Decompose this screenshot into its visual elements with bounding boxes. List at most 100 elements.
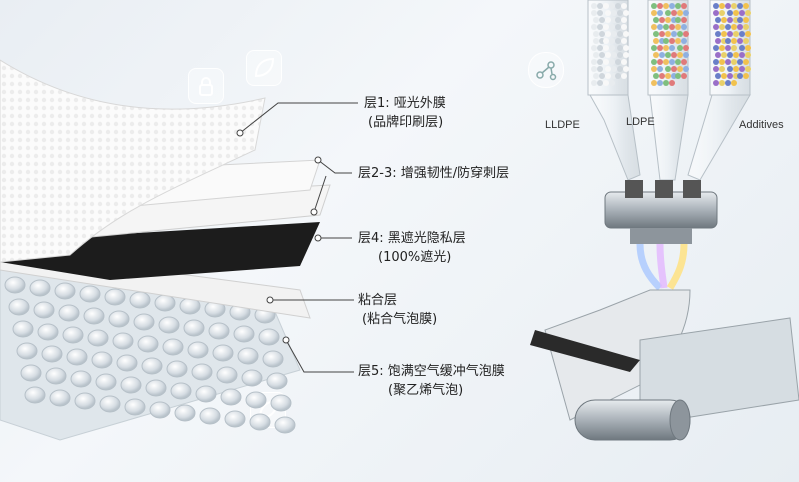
pellet	[651, 24, 657, 30]
pellet	[743, 38, 749, 44]
bubble	[129, 291, 151, 309]
bubble	[24, 386, 46, 404]
pellet	[733, 52, 739, 58]
pellet	[719, 66, 725, 72]
pellet	[745, 66, 751, 72]
bubble	[162, 338, 184, 356]
bubble	[233, 325, 255, 343]
label-layer23: 层2-3: 增强韧性/防穿刺层	[358, 164, 509, 183]
pellet	[653, 38, 659, 44]
bubble	[174, 404, 196, 422]
bubble	[62, 326, 84, 344]
label-layer5-subtitle: (聚乙烯气泡)	[388, 383, 464, 398]
pellet	[713, 66, 719, 72]
leaf-icon	[246, 50, 282, 86]
pellet	[657, 59, 663, 65]
pellet	[603, 45, 609, 51]
bubble	[66, 348, 88, 366]
pellet	[597, 80, 603, 86]
laminated-bubble-sheet	[639, 317, 799, 426]
pellet	[675, 59, 681, 65]
pellet	[731, 59, 737, 65]
pellet	[659, 17, 665, 23]
bubble	[91, 351, 113, 369]
pellet	[653, 31, 659, 37]
pellet	[611, 66, 617, 72]
pellet	[609, 80, 615, 86]
pellet	[663, 38, 669, 44]
bubble	[245, 391, 267, 409]
pellet	[745, 52, 751, 58]
bubble	[137, 335, 159, 353]
pellet	[605, 31, 611, 37]
pellet	[605, 17, 611, 23]
pellet	[605, 52, 611, 58]
label-adhesive-title: 粘合层	[358, 293, 398, 308]
material-label-lldpe: LLDPE	[545, 119, 580, 131]
pellet	[593, 31, 599, 37]
pellet	[739, 10, 745, 16]
pellet	[669, 38, 675, 44]
bubble	[4, 276, 26, 294]
label-layer4-subtitle: (100%遮光)	[378, 250, 452, 265]
bubble	[70, 370, 92, 388]
pellet	[681, 3, 687, 9]
bubble	[237, 347, 259, 365]
pellet	[671, 66, 677, 72]
bubble	[58, 304, 80, 322]
pellet	[621, 73, 627, 79]
pellet	[731, 80, 737, 86]
pellet	[669, 3, 675, 9]
pellet	[745, 31, 751, 37]
pellet	[737, 17, 743, 23]
bubble	[199, 407, 221, 425]
pellet	[677, 10, 683, 16]
pellet	[617, 45, 623, 51]
bubble	[8, 298, 30, 316]
pellet	[739, 31, 745, 37]
pellet	[665, 66, 671, 72]
label-layer4-title: 层4: 黑遮光隐私层	[358, 231, 466, 246]
pellet	[605, 73, 611, 79]
pellet	[721, 52, 727, 58]
bubble	[54, 282, 76, 300]
pellet	[657, 66, 663, 72]
pellet	[617, 10, 623, 16]
pellet	[599, 52, 605, 58]
bubble	[49, 389, 71, 407]
bubble	[191, 363, 213, 381]
bubble	[124, 398, 146, 416]
pellet	[713, 24, 719, 30]
pellet	[657, 80, 663, 86]
pellet	[683, 10, 689, 16]
pellet	[733, 31, 739, 37]
pellet	[737, 59, 743, 65]
bubble	[208, 322, 230, 340]
bubble	[120, 376, 142, 394]
pellet	[591, 80, 597, 86]
bubble	[224, 410, 246, 428]
pellet	[609, 38, 615, 44]
pellet	[609, 3, 615, 9]
pellet	[719, 10, 725, 16]
pellet	[609, 45, 615, 51]
pellet	[677, 31, 683, 37]
pellet	[725, 45, 731, 51]
bubble-pattern	[4, 276, 296, 434]
pellet	[597, 24, 603, 30]
pellet	[665, 52, 671, 58]
bubble	[45, 367, 67, 385]
pellet	[597, 59, 603, 65]
bubble	[37, 323, 59, 341]
pellet	[621, 38, 627, 44]
pellet	[683, 31, 689, 37]
pellet	[593, 73, 599, 79]
bubble	[145, 379, 167, 397]
bubble	[241, 369, 263, 387]
pellet	[719, 59, 725, 65]
bubble	[166, 360, 188, 378]
pellet	[623, 52, 629, 58]
pellet	[623, 10, 629, 16]
pellet	[715, 38, 721, 44]
pellet	[719, 24, 725, 30]
